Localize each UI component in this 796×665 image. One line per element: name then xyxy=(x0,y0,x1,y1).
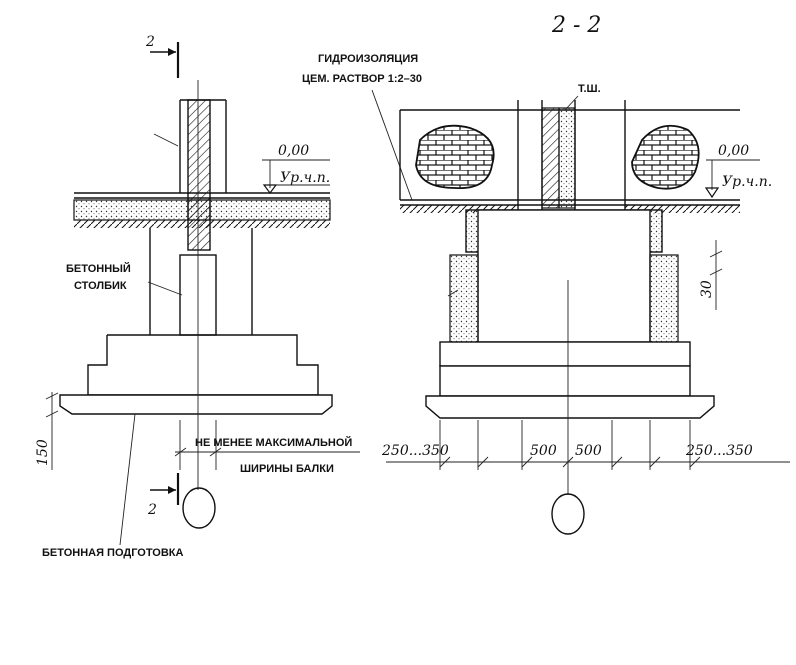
ground-hatch-r-left xyxy=(400,205,518,213)
dim-250-350-left: 250...350 xyxy=(381,443,449,459)
section-cut-bottom-arrowhead xyxy=(168,486,176,494)
level-right-value: 0,00 xyxy=(718,143,749,159)
mortar-leader-r xyxy=(447,289,459,297)
level-right-triangle xyxy=(704,187,720,199)
level-left-triangle xyxy=(262,184,278,194)
dim-30-tick-1 xyxy=(709,250,723,258)
dim-30-text: 30 xyxy=(699,280,715,298)
ground-hatch-r-right xyxy=(625,205,740,213)
left-elevation: 2 0,00 Ур.ч.п. БЕТОННЫЙ СТОЛБИК xyxy=(35,34,360,559)
level-left-name: Ур.ч.п. xyxy=(280,170,330,186)
dim-500-a: 500 xyxy=(530,443,557,459)
dim-500-b: 500 xyxy=(575,443,602,459)
footing-slab-2 xyxy=(439,365,691,397)
section-title: 2 - 2 xyxy=(551,13,601,38)
mortar-right-r xyxy=(649,254,679,343)
ground-hatch xyxy=(74,220,330,228)
stepped-footing xyxy=(87,334,319,396)
beam-width-tick-1 xyxy=(174,447,187,457)
footing-slab-1 xyxy=(439,341,691,367)
section-mark-bottom: 2 xyxy=(147,502,157,518)
hydro-label: ГИДРОИЗОЛЯЦИЯ xyxy=(318,53,418,65)
wall-leader xyxy=(153,133,179,147)
concrete-preparation-r xyxy=(425,395,715,419)
level-left-value: 0,00 xyxy=(278,143,309,159)
prep-label: БЕТОННАЯ ПОДГОТОВКА xyxy=(42,547,183,559)
beam-width-tick-2 xyxy=(209,447,222,457)
dim-250-350-right: 250...350 xyxy=(685,443,753,459)
concrete-post-r xyxy=(477,209,651,343)
prep-leader xyxy=(119,413,136,546)
concrete-post-label-1: БЕТОННЫЙ xyxy=(66,262,131,275)
min-width-label-1: НЕ МЕНЕЕ МАКСИМАЛЬНОЙ xyxy=(195,436,352,449)
hydro-leader xyxy=(371,89,413,201)
dim-150-text: 150 xyxy=(35,439,51,466)
dim-30-tick-2 xyxy=(709,268,723,276)
concrete-post-label-2: СТОЛБИК xyxy=(74,280,127,292)
dim-tick-7 xyxy=(689,456,701,468)
dim-tick-3 xyxy=(521,456,533,468)
section-mark-top: 2 xyxy=(145,34,155,50)
brick-masonry-left xyxy=(415,124,495,189)
axis-marker-right xyxy=(551,493,585,535)
brick-masonry-right xyxy=(631,124,700,190)
right-section: 2 - 2 ГИДРОИЗОЛЯЦИЯ ЦЕМ. РАСТВОР 1:2–30 … xyxy=(302,13,790,535)
ts-label: Т.Ш. xyxy=(578,83,601,95)
dim-tick-5 xyxy=(611,456,623,468)
concrete-post-leader xyxy=(147,281,183,296)
beam-hatch-r xyxy=(541,107,560,209)
dim-150-tick-2 xyxy=(45,410,59,418)
axis-marker-left xyxy=(182,487,216,529)
concrete-preparation xyxy=(59,394,333,415)
beam-through-floor xyxy=(187,199,211,221)
level-right-name: Ур.ч.п. xyxy=(722,174,772,190)
mortar-left-r xyxy=(449,254,479,343)
dim-150-tick-1 xyxy=(45,392,59,400)
min-width-label-2: ШИРИНЫ БАЛКИ xyxy=(240,463,334,475)
dim-tick-6 xyxy=(649,456,661,468)
dim-tick-1 xyxy=(439,456,451,468)
dim-tick-2 xyxy=(477,456,489,468)
beam-insulation-r xyxy=(558,107,576,209)
section-cut-top-arrowhead xyxy=(168,48,176,56)
dim-tick-4 xyxy=(562,456,574,468)
cement-label: ЦЕМ. РАСТВОР 1:2–30 xyxy=(302,73,422,85)
